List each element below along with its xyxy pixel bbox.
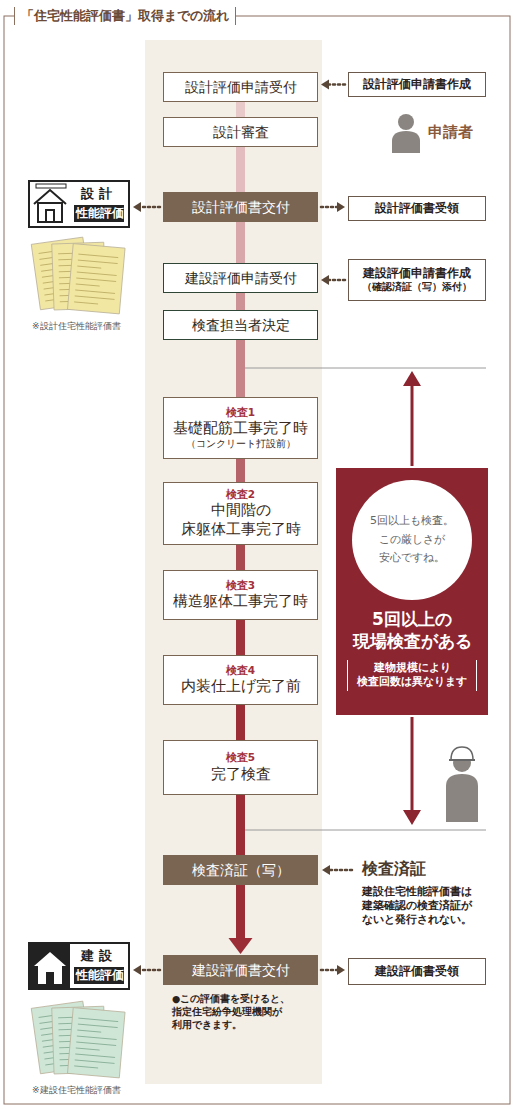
node-text: 設計評価申請書作成 xyxy=(363,77,471,92)
diagram-title: 「住宅性能評価書」取得までの流れ xyxy=(14,7,236,25)
flow-connector xyxy=(236,147,245,192)
dotted-connector xyxy=(141,206,160,209)
process-box: 建設評価書交付 xyxy=(163,955,318,985)
document-sheet xyxy=(67,244,125,314)
node-text: （確認済証（写）添付） xyxy=(362,281,472,293)
note-text: ●この評価書を受けると、 指定住宅紛争処理機関が 利用できます。 xyxy=(172,993,302,1031)
process-box: 設計審査 xyxy=(163,117,318,147)
process-box: 設計評価申請受付 xyxy=(163,72,318,102)
applicant-box: 建設評価書受領 xyxy=(348,958,486,985)
node-text: 内装仕上げ完了前 xyxy=(181,677,301,696)
dotted-connector xyxy=(329,83,345,86)
node-text: 設計 xyxy=(74,186,124,203)
node-text: 設計評価書交付 xyxy=(192,198,290,216)
house-symbol xyxy=(30,944,70,988)
node-text: 設計評価申請受付 xyxy=(185,78,297,96)
dotted-connector xyxy=(321,969,337,972)
document-icon: 建設性能評価 xyxy=(28,942,130,990)
node-text: 性能評価 xyxy=(74,205,124,223)
callout-panel: 5回以上の 現場検査がある建物規模により 検査回数は異なります 5回以上も検査。 … xyxy=(336,468,488,715)
node-text: 5回以上も検査。 この厳しさが 安心ですね。 xyxy=(362,512,462,568)
flow-column xyxy=(145,40,322,1084)
node-text: 基礎配筋工事完了時 xyxy=(173,419,308,438)
node-text: 建設評価申請受付 xyxy=(185,269,297,287)
dotted-connector xyxy=(321,206,337,209)
node-text: 検査4 xyxy=(226,664,255,678)
flow-connector xyxy=(236,705,245,740)
applicant-box: 設計評価申請書作成 xyxy=(348,72,486,97)
node-text: 建設評価書交付 xyxy=(192,961,290,979)
node-text: （コンクリート打設前） xyxy=(186,438,296,450)
house-symbol xyxy=(34,184,66,222)
leader-arrow xyxy=(322,865,354,875)
node-text: 設計審査 xyxy=(213,123,269,141)
node-text: 検査担当者決定 xyxy=(192,316,290,334)
dotted-connector xyxy=(329,279,345,282)
node-text: 性能評価 xyxy=(74,967,124,985)
node-text: 建物規模により 検査回数は異なります xyxy=(347,660,477,691)
dotted-connector xyxy=(141,969,160,972)
node-text: 中間階の 床躯体工事完了時 xyxy=(170,501,311,539)
node-text: 検査2 xyxy=(226,488,255,502)
flow-connector xyxy=(236,340,245,397)
node-text: 検査5 xyxy=(226,751,255,765)
document-icon: 設計性能評価 xyxy=(28,180,130,228)
flow-connector xyxy=(236,885,245,938)
process-box: 検査2中間階の 床躯体工事完了時 xyxy=(163,482,318,545)
node-text: 構造躯体工事完了時 xyxy=(173,592,308,611)
process-box: 設計評価書交付 xyxy=(163,192,318,222)
node-text: 設計評価書受領 xyxy=(375,201,459,216)
process-box: 検査3構造躯体工事完了時 xyxy=(163,570,318,620)
applicant-figure xyxy=(392,114,420,153)
node-text: 検査3 xyxy=(226,579,255,593)
process-box: 検査1基礎配筋工事完了時（コンクリート打設前） xyxy=(163,397,318,459)
process-box: 検査担当者決定 xyxy=(163,310,318,340)
caption-note: ※建設住宅性能評価書 xyxy=(32,1084,152,1096)
note-text: 建設住宅性能評価書は 建築確認の検査済証が ないと発行されない。 xyxy=(362,884,497,927)
node-text: 建設評価書受領 xyxy=(375,964,459,979)
flow-connector xyxy=(236,293,245,310)
node-text: 5回以上の 現場検査がある xyxy=(342,608,482,652)
node-text: 検査済証（写） xyxy=(192,861,290,879)
callout-title: 検査済証 xyxy=(362,858,482,880)
flow-connector xyxy=(236,620,245,655)
process-box: 検査4内装仕上げ完了前 xyxy=(163,655,318,705)
applicant-box: 建設評価申請書作成（確認済証（写）添付） xyxy=(348,259,486,301)
node-text: 建設評価申請書作成 xyxy=(363,266,471,281)
node-text: 完了検査 xyxy=(211,765,271,784)
document-sheet xyxy=(67,1008,125,1078)
outer-frame xyxy=(4,16,510,1104)
process-box: 建設評価申請受付 xyxy=(163,263,318,293)
flow-connector xyxy=(236,222,245,263)
role-label: 申請者 xyxy=(428,122,498,142)
node-text: 建設 xyxy=(74,948,124,965)
node-text: 検査1 xyxy=(226,406,255,420)
flow-connector xyxy=(236,795,245,855)
applicant-box: 設計評価書受領 xyxy=(348,196,486,221)
inspector-figure xyxy=(446,747,478,822)
flow-connector xyxy=(236,459,245,482)
speech-circle: 5回以上も検査。 この厳しさが 安心ですね。 xyxy=(352,480,472,600)
process-box: 検査済証（写） xyxy=(163,855,318,885)
caption-note: ※設計住宅性能評価書 xyxy=(32,320,152,332)
flow-connector xyxy=(236,545,245,570)
process-box: 検査5完了検査 xyxy=(163,740,318,795)
flow-connector xyxy=(236,102,245,117)
